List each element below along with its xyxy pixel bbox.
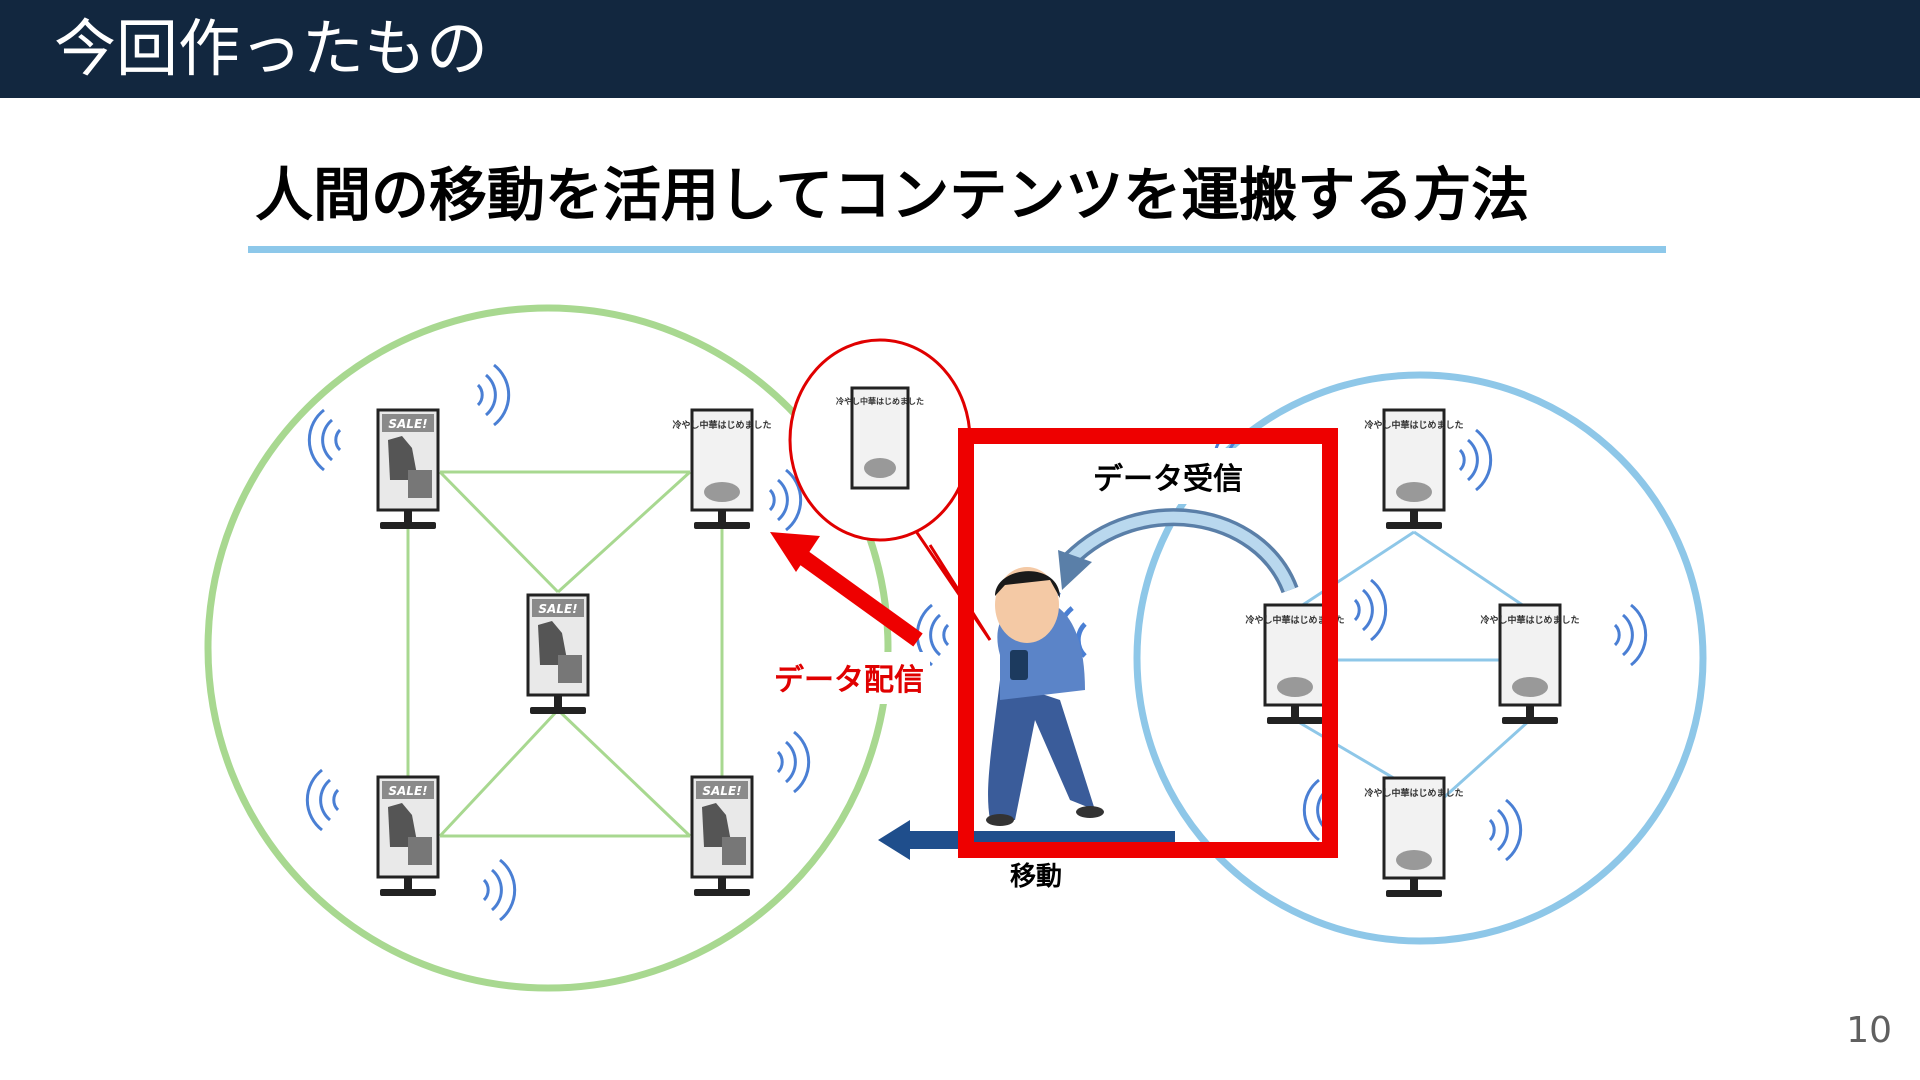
highlight-frame bbox=[958, 428, 1338, 858]
signage-ramen-1: 冷やし中華はじめました bbox=[672, 408, 772, 529]
ramen-text: 冷やし中華はじめました bbox=[836, 396, 924, 406]
sale-text: SALE! bbox=[388, 417, 427, 431]
signage-sale-2: SALE! bbox=[526, 593, 590, 714]
walking-person-illustration bbox=[986, 567, 1104, 826]
green-area bbox=[204, 304, 892, 992]
ramen-text: 冷やし中華はじめました bbox=[1245, 614, 1344, 626]
signage-ramen-5: 冷やし中華はじめました bbox=[1364, 776, 1464, 897]
green-network-lines bbox=[406, 470, 724, 838]
sale-text: SALE! bbox=[538, 602, 577, 616]
ramen-text: 冷やし中華はじめました bbox=[1480, 614, 1579, 626]
signage-sale-3: SALE! bbox=[376, 775, 440, 896]
signage-sale-1: SALE! bbox=[376, 408, 440, 529]
distribute-label: データ配信 bbox=[774, 663, 924, 698]
signage-ramen-2: 冷やし中華はじめました bbox=[1364, 408, 1464, 529]
speech-bubble: 冷やし中華はじめました bbox=[788, 338, 992, 641]
sale-text: SALE! bbox=[388, 784, 427, 798]
page-number: 10 bbox=[1846, 1010, 1892, 1051]
ramen-text: 冷やし中華はじめました bbox=[1364, 787, 1463, 799]
ramen-text: 冷やし中華はじめました bbox=[672, 419, 771, 431]
signage-ramen-4: 冷やし中華はじめました bbox=[1480, 603, 1580, 724]
move-label: 移動 bbox=[1010, 862, 1062, 892]
sale-text: SALE! bbox=[702, 784, 741, 798]
receive-label: データ受信 bbox=[1093, 462, 1243, 497]
signage-ramen-3: 冷やし中華はじめました bbox=[1245, 603, 1345, 724]
slide-title: 今回作ったもの bbox=[54, 12, 489, 85]
slide-header: 今回作ったもの bbox=[0, 0, 1920, 98]
receive-arrow bbox=[1058, 508, 1299, 594]
slide-subtitle: 人間の移動を活用してコンテンツを運搬する方法 bbox=[255, 161, 1530, 229]
blue-network-lines bbox=[1294, 530, 1532, 812]
ramen-text: 冷やし中華はじめました bbox=[1364, 419, 1463, 431]
distribute-label-box: データ配信 bbox=[762, 652, 930, 704]
blue-area bbox=[1133, 371, 1707, 945]
distribute-arrow bbox=[770, 532, 923, 647]
receive-label-box: データ受信 bbox=[1078, 448, 1250, 504]
signage-sale-4: SALE! bbox=[690, 775, 754, 896]
subtitle-underline bbox=[248, 246, 1666, 253]
